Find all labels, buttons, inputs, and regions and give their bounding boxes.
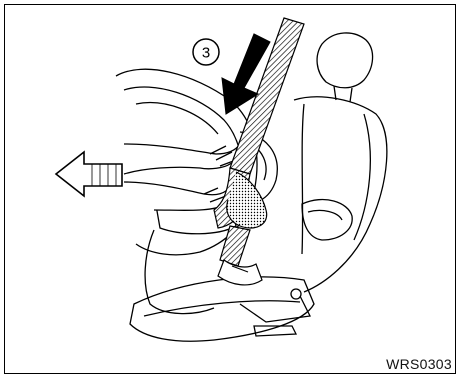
seat-back: [294, 97, 387, 292]
headrest: [317, 33, 373, 88]
armrest: [302, 200, 352, 240]
belt-buckle: [218, 260, 262, 285]
left-outline-arrow-icon: [56, 152, 122, 196]
step-number: 3: [202, 45, 210, 62]
upper-hand: [124, 144, 242, 174]
figure-code: WRS0303: [386, 356, 452, 372]
step-number-badge: 3: [193, 39, 219, 65]
child-seat-installation-illustration: 3: [4, 4, 456, 374]
lower-hand: [124, 182, 233, 210]
